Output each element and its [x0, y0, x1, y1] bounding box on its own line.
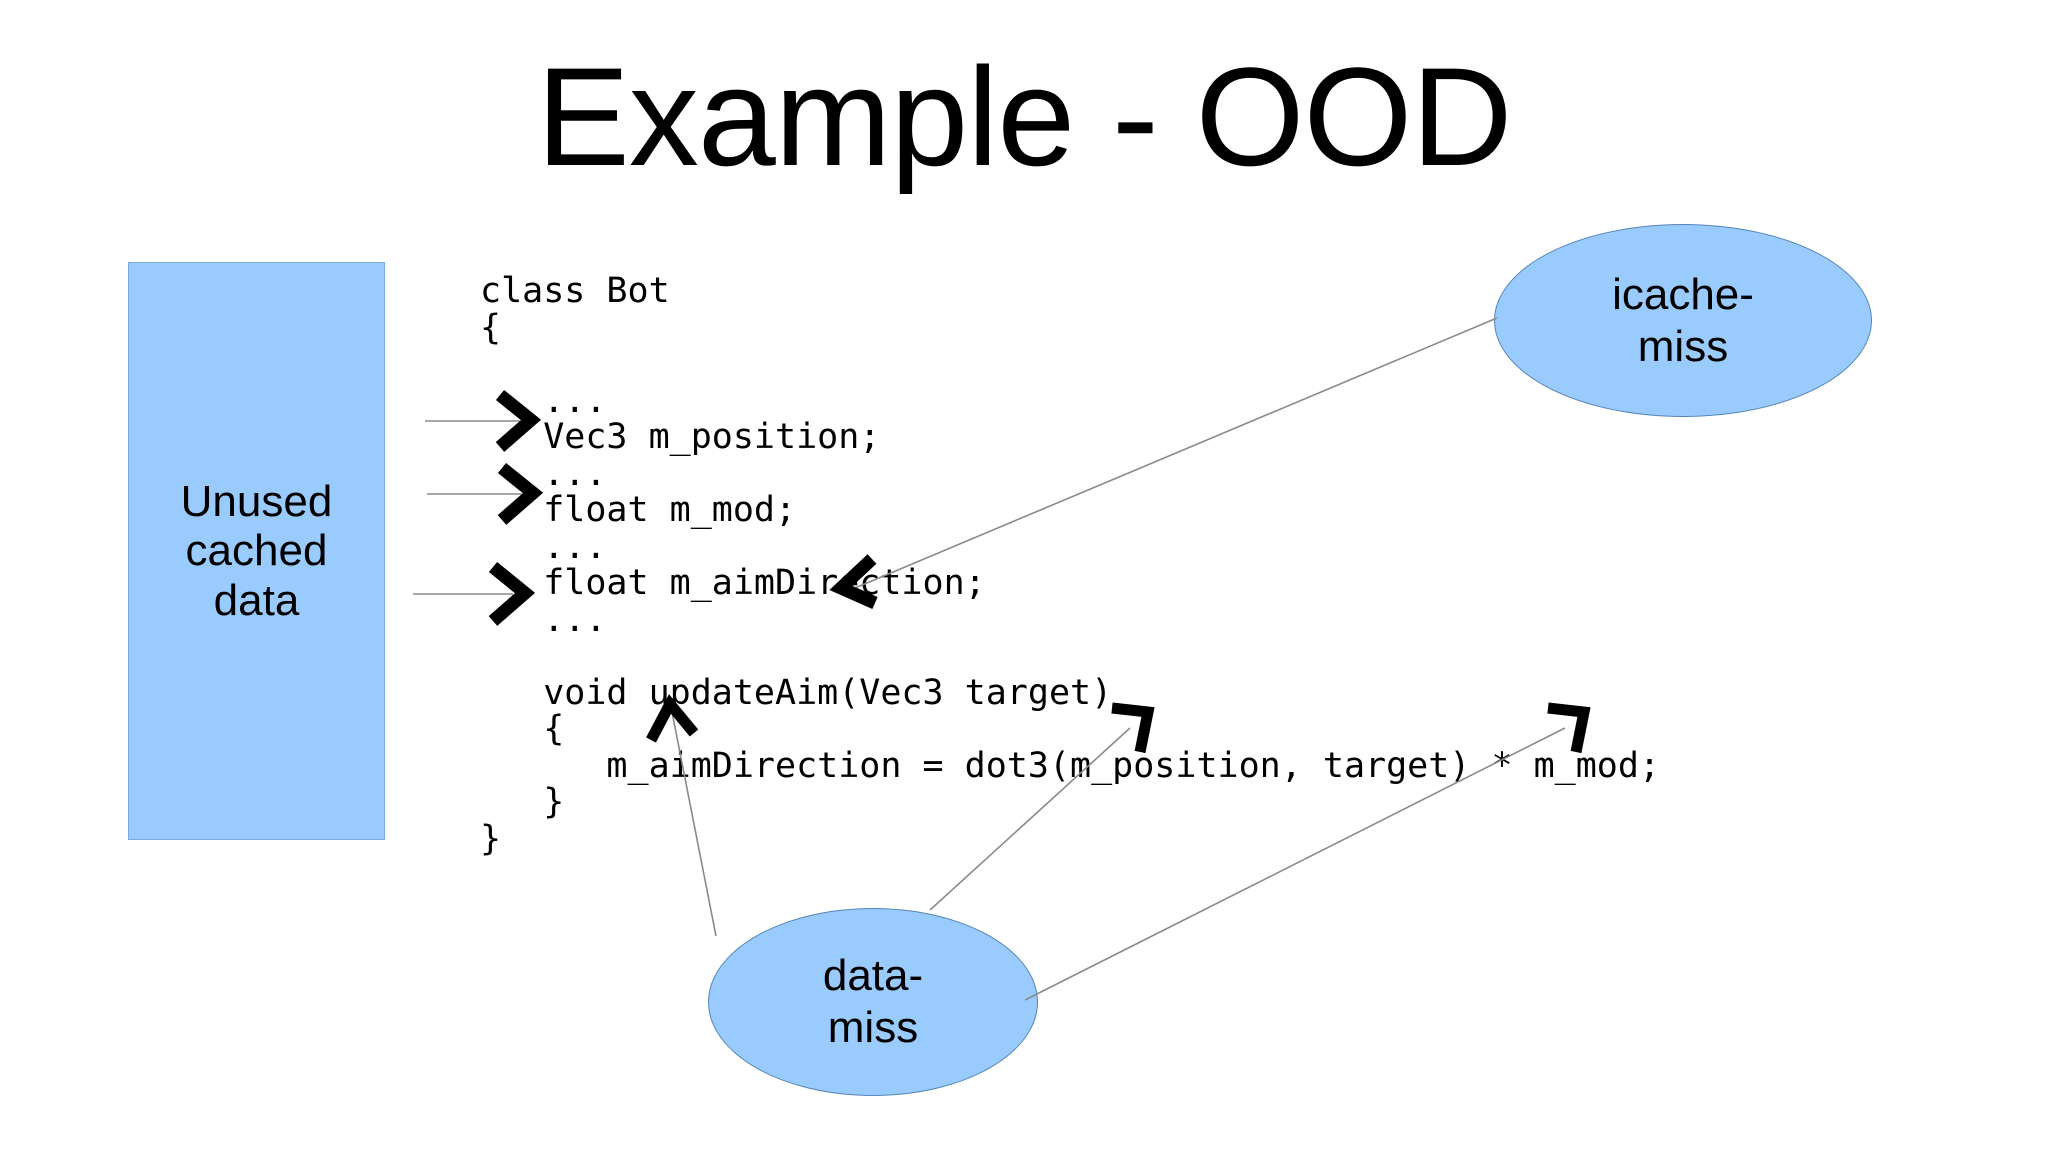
icache-miss-label: icache- miss [1612, 269, 1754, 371]
unused-cached-data-label: Unused cached data [180, 477, 333, 625]
data-miss-label: data- miss [822, 951, 924, 1052]
code-listing: class Bot { ... Vec3 m_position; ... flo… [480, 271, 1661, 859]
page-title: Example - OOD [536, 38, 1513, 195]
data-miss-bubble[interactable]: data- miss [708, 908, 1038, 1096]
icache-miss-bubble[interactable]: icache- miss [1494, 224, 1872, 417]
unused-cached-data-box[interactable]: Unused cached data [128, 262, 385, 840]
